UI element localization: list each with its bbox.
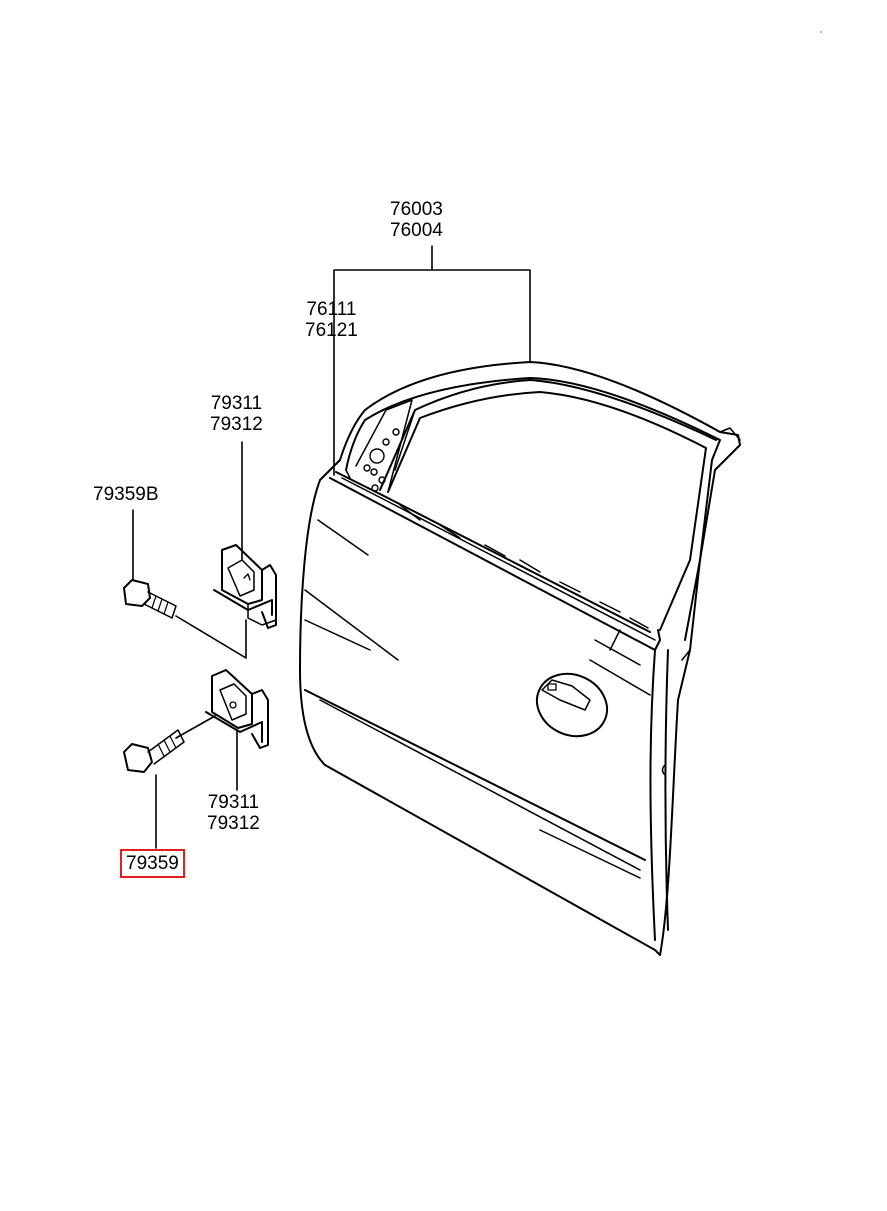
- lower-hinge: [205, 669, 269, 749]
- mirror-mount-holes: [363, 428, 400, 492]
- callout-upper-hinge: 79311 79312: [210, 393, 263, 435]
- door-panel: [299, 361, 741, 956]
- upper-bolt: [123, 579, 177, 619]
- callout-door-assembly-line2: 76004: [390, 220, 443, 241]
- leader-lower-bolt-to-hinge: [175, 715, 216, 739]
- callout-upper-bolt-label: 79359B: [93, 484, 159, 505]
- door-outline: [299, 361, 741, 956]
- glass-edge: [387, 391, 707, 631]
- callout-door-inner: 76111 76121: [305, 299, 358, 341]
- callout-door-assembly: 76003 76004: [390, 199, 443, 241]
- upper-hinge: [213, 544, 277, 629]
- lower-bolt: [123, 729, 185, 773]
- belt-line-upper: [335, 471, 651, 633]
- crease-line-2: [304, 689, 646, 861]
- callout-door-inner-line1: 76111: [306, 299, 357, 320]
- callout-upper-hinge-line1: 79311: [210, 393, 263, 414]
- rear-edge-inner: [649, 649, 656, 941]
- callout-lower-hinge-line2: 79312: [207, 813, 260, 834]
- callout-door-inner-line2: 76121: [305, 320, 358, 341]
- callout-upper-hinge-line2: 79312: [210, 414, 263, 435]
- belt-line: [329, 477, 661, 651]
- frame-inner: [379, 379, 717, 491]
- scan-speck: [820, 31, 822, 33]
- callout-lower-hinge-line1: 79311: [207, 792, 260, 813]
- leader-lines: [132, 245, 531, 849]
- door-handle-recess: [535, 672, 609, 738]
- callout-upper-bolt: 79359B: [93, 484, 159, 505]
- belt-molding: [399, 504, 649, 629]
- callout-lower-bolt-highlighted[interactable]: 79359: [120, 849, 185, 878]
- callout-lower-hinge: 79311 79312: [207, 792, 260, 834]
- frame-outer: [345, 377, 721, 641]
- callout-lower-bolt-label: 79359: [126, 853, 179, 874]
- callout-door-assembly-line1: 76003: [390, 199, 443, 220]
- leader-door-assembly: [333, 245, 531, 476]
- window-frame: [345, 377, 741, 641]
- crease-line-1: [304, 589, 399, 661]
- leader-upper-bolt-to-hinge: [175, 615, 247, 659]
